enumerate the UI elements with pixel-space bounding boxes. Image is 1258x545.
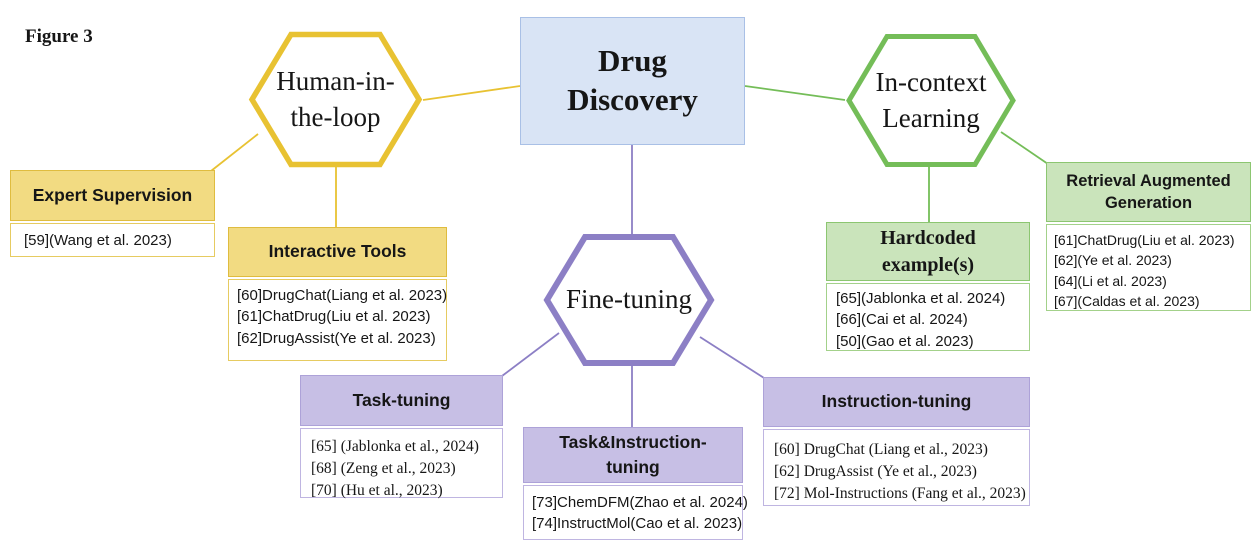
citation-item: [60]DrugChat(Liang et al. 2023) [237, 287, 448, 304]
figure-label: Figure 3 [25, 26, 93, 47]
box-title: Interactive Tools [228, 227, 447, 277]
citation-item: [64](Li et al. 2023) [1054, 272, 1167, 289]
box-expert-supervision: Expert Supervision [59](Wang et al. 2023… [10, 170, 215, 257]
box-task-and-instruction-tuning: Task&Instruction- tuning [73]ChemDFM(Zha… [523, 427, 748, 540]
hexagon-fine-tuning: Fine-tuning [543, 233, 715, 367]
citation-item: [61]ChatDrug(Liu et al. 2023) [1054, 232, 1235, 248]
citation-list: [60]DrugChat(Liang et al. 2023) [61]Chat… [228, 279, 447, 361]
box-retrieval-augmented-generation: Retrieval Augmented Generation [61]ChatD… [1046, 162, 1251, 311]
citation-list: [59](Wang et al. 2023) [10, 223, 215, 257]
citation-item: [74]InstructMol(Cao et al. 2023) [532, 515, 743, 533]
hexagon-shape-purple [543, 234, 715, 366]
citation-item: [50](Gao et al. 2023) [836, 332, 974, 350]
box-instruction-tuning: Instruction-tuning [60] DrugChat (Liang … [763, 377, 1030, 506]
citation-item: [62](Ye et al. 2023) [1054, 252, 1172, 269]
citation-item: [65](Jablonka et al. 2024) [836, 290, 1006, 307]
citation-item: [60] DrugChat (Liang et al., 2023) [774, 441, 988, 458]
citation-item: [65] (Jablonka et al., 2024) [311, 438, 479, 455]
connector-icl-to-rag [1000, 131, 1049, 165]
connector-ft-to-task [501, 332, 560, 377]
root-title-line: Discovery [567, 82, 698, 117]
citation-list: [65] (Jablonka et al., 2024) [68] (Zeng … [300, 428, 503, 499]
hexagon-label: Fine-tuning [566, 284, 692, 315]
connector-root-to-hitl [422, 85, 521, 101]
citation-item: [62] DrugAssist (Ye et al., 2023) [774, 463, 977, 480]
root-node-drug-discovery: Drug Discovery [520, 17, 745, 145]
hexagon-in-context-learning: In-context Learning [845, 33, 1017, 168]
citation-item: [59](Wang et al. 2023) [24, 232, 172, 249]
box-title: Hardcoded example(s) [826, 222, 1030, 281]
box-title: Task&Instruction- tuning [523, 427, 743, 483]
citation-item: [72] Mol-Instructions (Fang et al., 2023… [774, 485, 1026, 502]
citation-list: [65](Jablonka et al. 2024) [66](Cai et a… [826, 283, 1030, 351]
box-title: Task-tuning [300, 375, 503, 426]
box-hardcoded-examples: Hardcoded example(s) [65](Jablonka et al… [826, 222, 1030, 351]
hexagon-human-in-the-loop: Human-in- the-loop [248, 31, 423, 168]
hexagon-label: Human-in- the-loop [276, 66, 395, 132]
root-title-line: Drug [598, 43, 667, 79]
citation-item: [70] (Hu et al., 2023) [311, 482, 443, 499]
box-title: Instruction-tuning [763, 377, 1030, 427]
citation-item: [62]DrugAssist(Ye et al. 2023) [237, 329, 436, 347]
connector-root-to-icl [744, 85, 846, 101]
citation-item: [61]ChatDrug(Liu et al. 2023) [237, 308, 431, 326]
box-title: Retrieval Augmented Generation [1046, 162, 1251, 222]
connector-ft-to-instruction [699, 336, 765, 379]
citation-item: [68] (Zeng et al., 2023) [311, 460, 456, 477]
hexagon-shape-yellow [248, 31, 423, 168]
hexagon-shape-green [846, 34, 1016, 167]
citation-list: [73]ChemDFM(Zhao et al. 2024) [74]Instru… [523, 485, 748, 540]
citation-list: [61]ChatDrug(Liu et al. 2023) [62](Ye et… [1046, 224, 1251, 311]
citation-item: [73]ChemDFM(Zhao et al. 2024) [532, 494, 748, 511]
box-interactive-tools: Interactive Tools [60]DrugChat(Liang et … [228, 227, 447, 361]
citation-list: [60] DrugChat (Liang et al., 2023) [62] … [763, 429, 1030, 506]
citation-item: [66](Cai et al. 2024) [836, 311, 968, 329]
citation-item: [67](Caldas et al. 2023) [1054, 292, 1200, 309]
connector-hitl-to-expert [210, 133, 259, 172]
hexagon-label: In-context Learning [875, 67, 987, 133]
box-title: Expert Supervision [10, 170, 215, 221]
box-task-tuning: Task-tuning [65] (Jablonka et al., 2024)… [300, 375, 503, 499]
